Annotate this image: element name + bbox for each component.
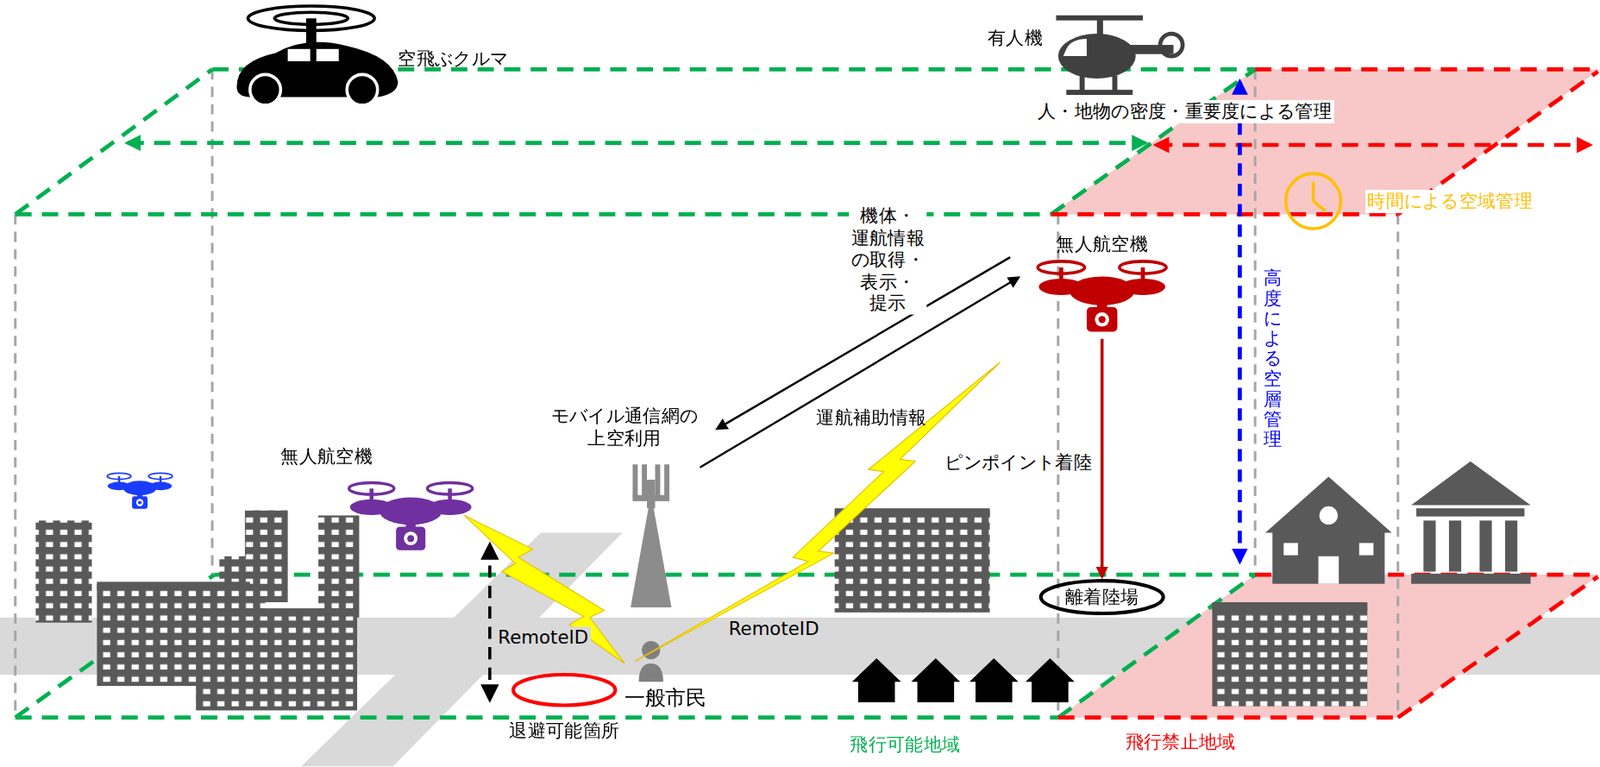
evacuation-spot: 退避可能箇所 — [511, 672, 618, 708]
tower-label: モバイル通信網の 上空利用 — [551, 403, 698, 448]
node-label: 離着陸場 — [1065, 585, 1139, 609]
connector-label: ピンポイント着陸 — [944, 450, 1092, 473]
landing-pad: 離着陸場 — [1038, 578, 1166, 616]
node-label: 無人航空機 — [280, 445, 372, 468]
region-label: 飛行禁止地域 — [1125, 730, 1237, 753]
signal-label: RemoteID — [726, 617, 822, 640]
info-note: 運航補助情報 — [815, 406, 927, 429]
connector — [1100, 338, 1105, 578]
drone-icon — [1035, 257, 1169, 335]
node-label: 無人航空機 — [1055, 232, 1148, 256]
signal-label: RemoteID — [495, 626, 591, 649]
vehicle-label: 有人機 — [987, 26, 1043, 50]
node-label: 退避可能箇所 — [508, 719, 620, 742]
drone-node: 無人航空機 — [280, 445, 480, 558]
altitude-note: 高度による空層管理 — [1261, 267, 1284, 450]
info-note: 機体・運航情報 の取得・表示・提示 — [848, 204, 927, 315]
management-note: 人・地物の密度・重要度による管理 — [1035, 100, 1334, 123]
drone-icon — [346, 479, 475, 553]
management-note: 時間による空域管理 — [1365, 189, 1535, 213]
drone-node: 無人航空機 — [1030, 232, 1174, 335]
person-label: 一般市民 — [624, 685, 707, 710]
ellipse-outline — [511, 672, 618, 708]
region-label: 飛行可能地域 — [849, 732, 960, 755]
vehicle-label: 空飛ぶクルマ — [397, 46, 509, 70]
